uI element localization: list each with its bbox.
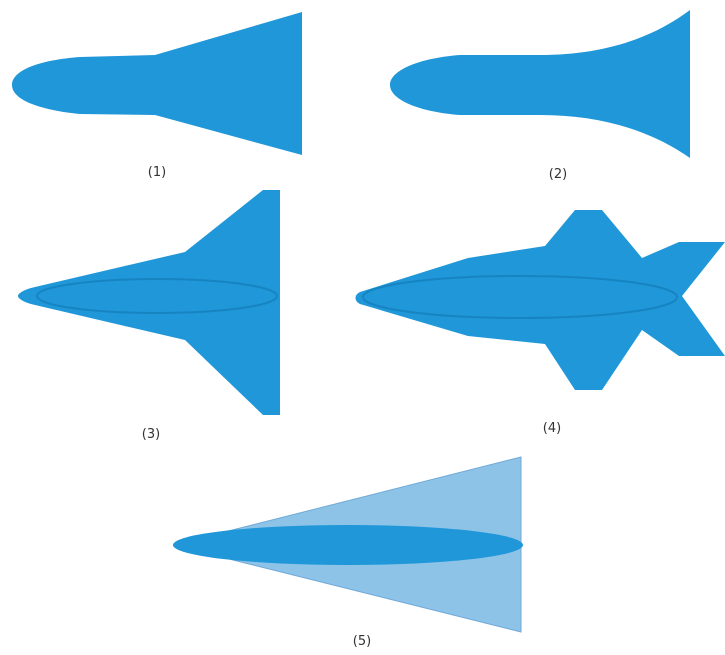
shape-4-fuselage-outline — [362, 275, 678, 319]
shape-5-body-in-cone: (5) — [172, 456, 523, 649]
shape-2-body — [390, 10, 690, 158]
shape-4-airframe — [355, 210, 725, 390]
shape-3-fuselage-outline — [36, 278, 278, 314]
shape-1-conical-flare: (1) — [12, 12, 302, 180]
caption-2: (2) — [549, 167, 567, 182]
shape-5-body — [173, 525, 523, 565]
caption-4: (4) — [543, 421, 561, 436]
shape-2-curved-flare: (2) — [390, 10, 690, 182]
caption-3: (3) — [142, 427, 160, 442]
shape-3-delta-wing: (3) — [18, 190, 280, 442]
shape-1-body — [12, 12, 302, 155]
shape-3-wing — [18, 190, 280, 415]
caption-1: (1) — [148, 165, 166, 180]
shape-4-fighter-jet: (4) — [355, 210, 725, 436]
caption-5: (5) — [353, 634, 371, 649]
